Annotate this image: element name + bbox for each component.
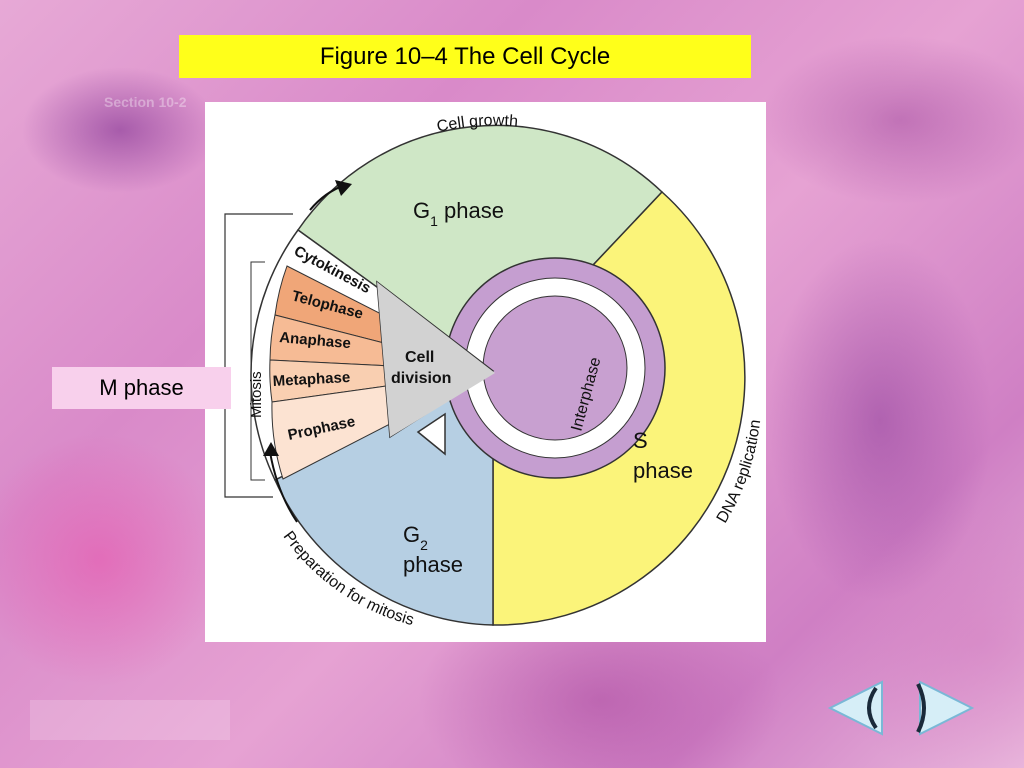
cell-cycle-diagram: Cell growth G1 phase S phase G2 phase DN… (205, 102, 766, 642)
growth-arrow-icon (335, 180, 352, 196)
cell-cycle-svg: Cell growth G1 phase S phase G2 phase DN… (224, 112, 764, 629)
anaphase-label: Anaphase (279, 329, 352, 352)
previous-slide-button[interactable] (826, 678, 886, 738)
g2-label-line1: G2 (403, 522, 428, 553)
mitosis-label: Mitosis (248, 371, 265, 418)
interphase-core (482, 295, 628, 441)
m-phase-bracket (224, 213, 293, 498)
next-slide-button[interactable] (912, 678, 975, 738)
mitosis-bracket (250, 261, 265, 481)
cell-division-label-line2: division (391, 370, 451, 387)
prep-arrow-line (269, 451, 298, 523)
m-phase-label: M phase (99, 375, 184, 400)
cell-division-label-line1: Cell (405, 349, 434, 366)
slide-title: Figure 10–4 The Cell Cycle (179, 35, 751, 78)
back-arrow-icon (827, 680, 883, 736)
g2-label-line2: phase (403, 552, 463, 577)
metaphase-label: Metaphase (272, 369, 350, 390)
s-label-line1: S (633, 428, 648, 453)
s-label-line2: phase (633, 458, 693, 483)
footer-decoration (30, 700, 230, 740)
forward-arrow-icon (916, 680, 975, 736)
g1-label: G1 phase (413, 198, 504, 229)
cell-division-pointer (377, 282, 495, 437)
prep-arrow-icon (263, 442, 279, 456)
interphase-arrow-icon (416, 412, 446, 456)
slide-title-text: Figure 10–4 The Cell Cycle (319, 42, 611, 70)
section-label: Section 10-2 (104, 94, 187, 110)
m-phase-label-box: M phase (52, 367, 231, 409)
